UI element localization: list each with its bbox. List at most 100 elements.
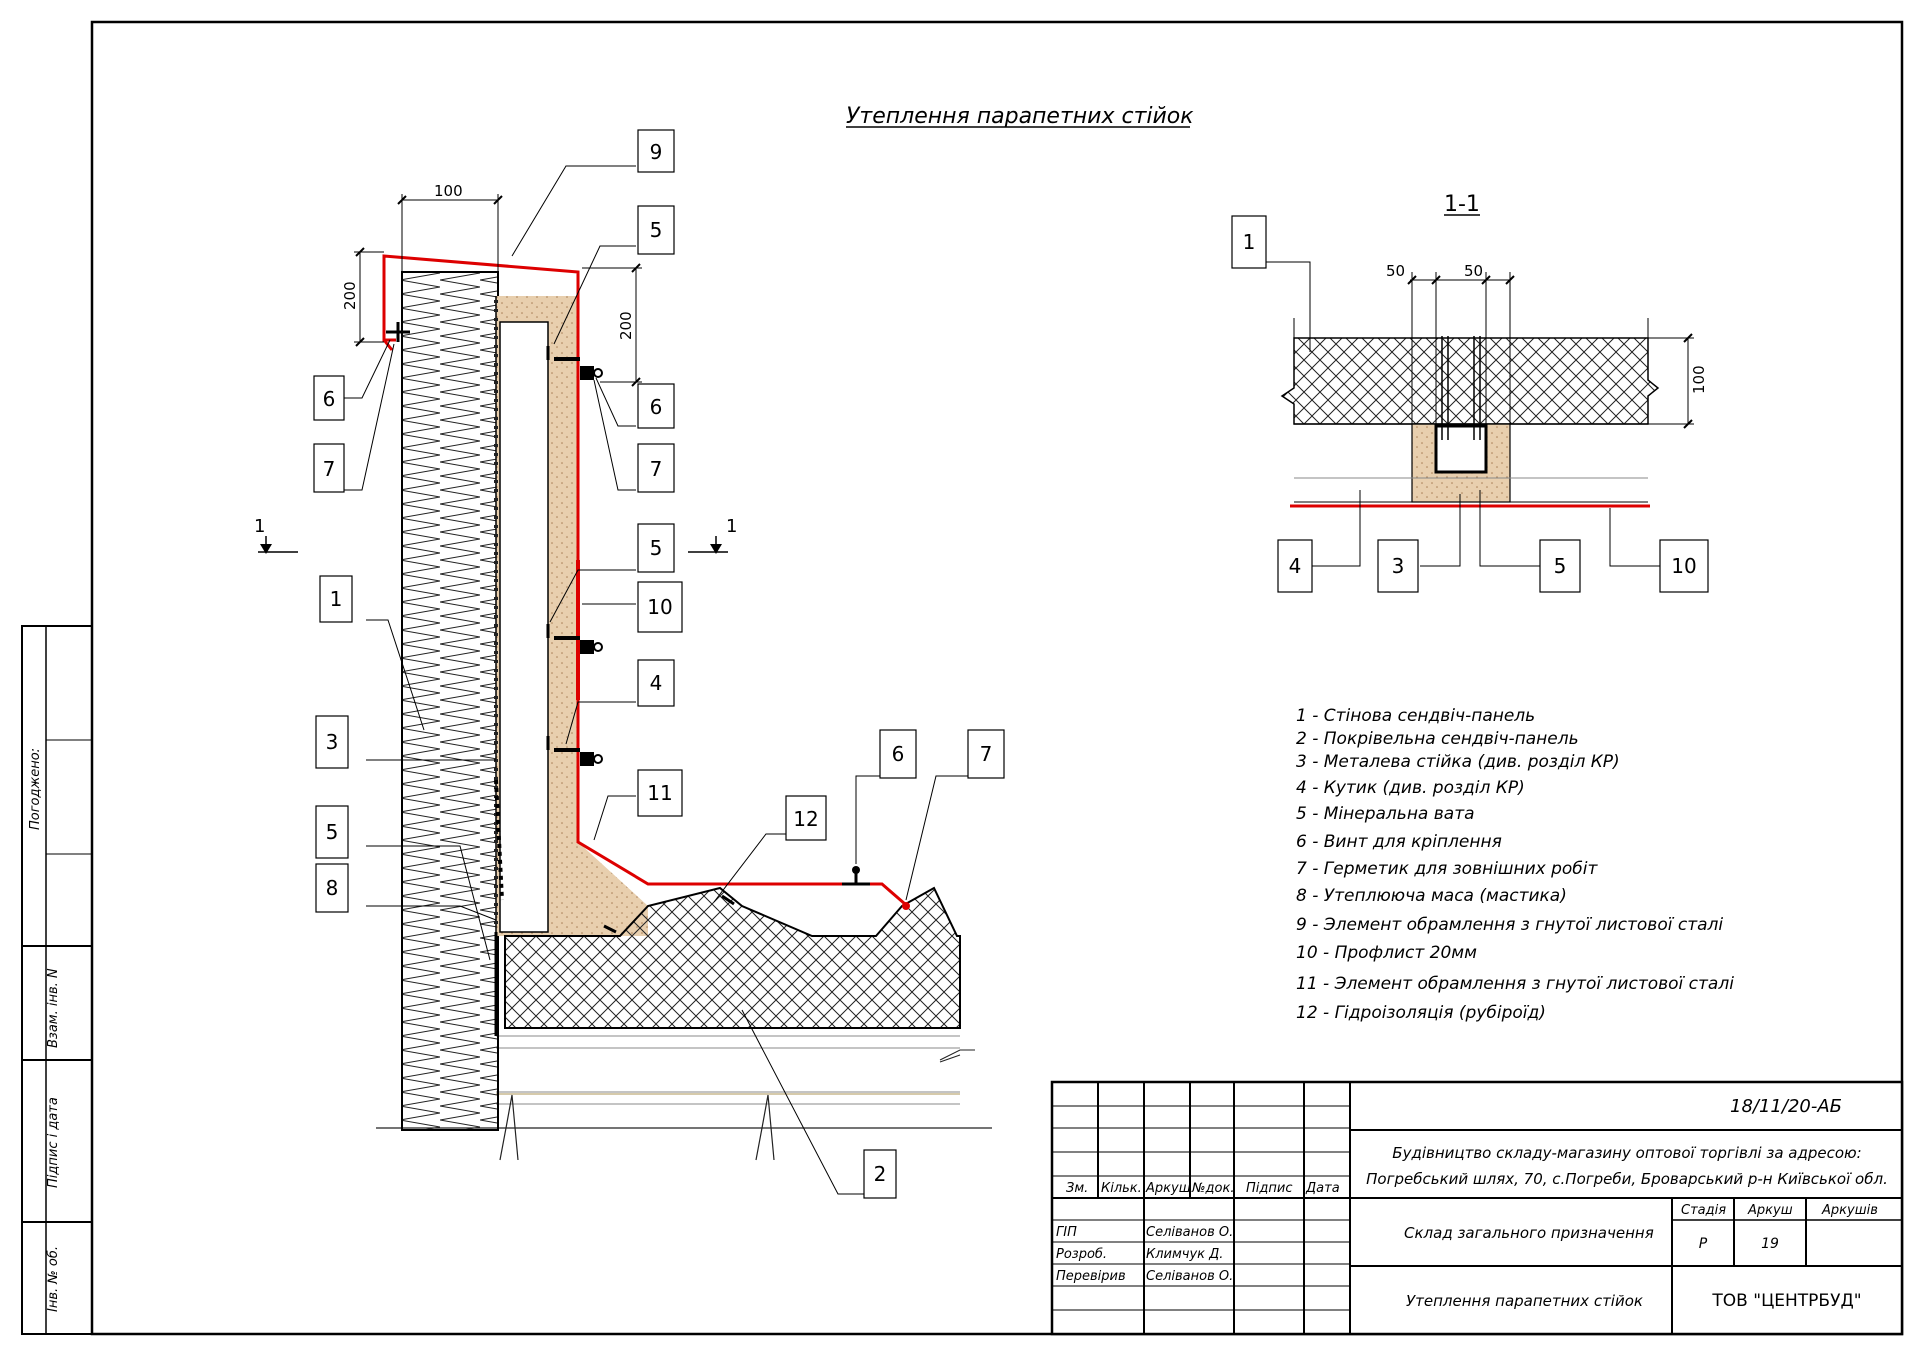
svg-text:1: 1: [1243, 230, 1256, 254]
svg-text:9: 9: [650, 140, 663, 164]
title-block: Зм. Кільк. Аркуш №док. Підпис Дата ГІП Р…: [1050, 1080, 1904, 1336]
callout-6a: 6: [313, 375, 345, 421]
legend-item: 7 - Герметик для зовнішних робіт: [1296, 859, 1599, 879]
svg-text:5: 5: [650, 218, 663, 242]
svg-text:5: 5: [1554, 554, 1567, 578]
col-header: Аркуш: [1145, 1181, 1191, 1196]
section-post: [1434, 424, 1488, 474]
col-header: Підпис: [1246, 1181, 1292, 1196]
legend-item: 1 - Стінова сендвіч-панель: [1296, 706, 1535, 726]
sheet-label: Аркуш: [1747, 1203, 1793, 1218]
callout-7b: 7: [637, 443, 675, 493]
callout-6c: 6: [879, 729, 917, 779]
callout-5a: 5: [637, 205, 675, 255]
project-line-1: Будівництво складу-магазину оптової торг…: [1392, 1144, 1861, 1162]
document-code: 18/11/20-АБ: [1730, 1096, 1842, 1117]
svg-text:4: 4: [1289, 554, 1302, 578]
metal-post: [499, 321, 549, 933]
person-name: Селіванов О.: [1146, 1269, 1233, 1284]
dim-200-right-label: 200: [617, 311, 635, 340]
col-header: Дата: [1305, 1181, 1340, 1196]
section-wall-panel: [1280, 337, 1660, 425]
svg-text:8: 8: [326, 876, 339, 900]
side-stamp: Погоджено: Взам. інв. N Підпис і дата Ін…: [21, 625, 93, 1335]
section-marker-right: 1: [688, 516, 737, 554]
section-marker-left-label: 1: [254, 516, 265, 537]
section-name: Склад загального призначення: [1404, 1224, 1654, 1242]
legend-item: 5 - Мінеральна вата: [1296, 804, 1475, 824]
dim-200-left-label: 200: [341, 281, 359, 310]
callout-5c: 5: [315, 805, 349, 859]
legend-item: 4 - Кутик (див. розділ КР): [1296, 778, 1525, 798]
person-name: Климчук Д.: [1146, 1247, 1223, 1262]
callout-3: 3: [315, 715, 349, 769]
svg-text:4: 4: [650, 671, 663, 695]
svg-text:7: 7: [980, 742, 993, 766]
legend-item: 11 - Элемент обрамлення з гнутої листово…: [1296, 974, 1734, 994]
section-callout-5: 5: [1539, 539, 1581, 593]
main-section: 100 200 200 1 1: [254, 129, 1005, 1199]
legend-item: 12 - Гідроізоляція (рубіроїд): [1296, 1003, 1546, 1023]
dim-50-left-label: 50: [1386, 262, 1405, 280]
section-1-1: 1-1 50 50 100: [1231, 192, 1709, 593]
stamp-inv-orig: Інв. № об.: [46, 1246, 61, 1312]
leader-lines: [344, 165, 968, 1195]
dimension-200-right: [582, 263, 642, 387]
legend: 1 - Стінова сендвіч-панель 2 - Покрівель…: [1296, 706, 1734, 1023]
svg-text:3: 3: [1392, 554, 1405, 578]
role-label: Перевірив: [1056, 1269, 1126, 1284]
svg-text:3: 3: [326, 730, 339, 754]
legend-item: 6 - Винт для кріплення: [1296, 832, 1502, 852]
sheet-value: 19: [1761, 1236, 1779, 1252]
callout-8: 8: [315, 863, 349, 913]
section-callout-3: 3: [1377, 539, 1419, 593]
callout-boxes-main: 9 5 6 7 6 7 5 10 1 4 3 11 5 12 6 7 8 2: [313, 129, 1005, 1199]
callout-7a: 7: [313, 443, 345, 493]
legend-item: 3 - Металева стійка (див. розділ КР): [1296, 752, 1620, 772]
stamp-agreed: Погоджено:: [28, 748, 43, 830]
callout-5b: 5: [637, 523, 675, 573]
callout-6b: 6: [637, 383, 675, 429]
callout-10: 10: [637, 581, 683, 633]
dimension-100: [397, 194, 503, 296]
wall-panel: [401, 271, 499, 1131]
svg-text:10: 10: [647, 595, 672, 619]
section-callout-10: 10: [1659, 539, 1709, 593]
section-callout-1: 1: [1231, 215, 1267, 269]
callout-2: 2: [863, 1149, 897, 1199]
callout-7c: 7: [967, 729, 1005, 779]
legend-item: 2 - Покрівельна сендвіч-панель: [1296, 729, 1579, 749]
screw-icon: [386, 322, 870, 886]
col-header: Кільк.: [1101, 1181, 1142, 1196]
dim-50-right-label: 50: [1464, 262, 1483, 280]
callout-1: 1: [319, 575, 353, 623]
sheet-name: Утеплення парапетних стійок: [1406, 1292, 1643, 1310]
section-marker-right-label: 1: [726, 516, 737, 537]
flashing-9: [382, 254, 906, 906]
project-line-2: Погребський шлях, 70, с.Погреби, Броварс…: [1366, 1170, 1888, 1188]
stamp-sign-date: Підпис і дата: [46, 1097, 61, 1188]
dim-100-label: 100: [434, 182, 463, 200]
svg-text:5: 5: [650, 536, 663, 560]
section-title: 1-1: [1444, 192, 1480, 217]
callout-12: 12: [785, 795, 827, 841]
legend-item: 8 - Утеплююча маса (мастика): [1296, 886, 1567, 906]
callout-9: 9: [637, 129, 675, 173]
sheets-label: Аркушів: [1821, 1203, 1878, 1218]
svg-text:10: 10: [1671, 554, 1696, 578]
svg-text:12: 12: [793, 807, 818, 831]
svg-text:6: 6: [892, 742, 905, 766]
callout-4: 4: [637, 659, 675, 707]
svg-text:1: 1: [330, 587, 343, 611]
svg-text:7: 7: [650, 457, 663, 481]
callout-11: 11: [637, 769, 683, 817]
col-header: №док.: [1191, 1181, 1234, 1196]
svg-text:7: 7: [323, 457, 336, 481]
callout-boxes-section: 1 4 3 5 10: [1231, 215, 1709, 593]
drawing-title: Утеплення парапетних стійок: [846, 104, 1194, 129]
col-header: Зм.: [1066, 1181, 1088, 1196]
stage-label: Стадія: [1681, 1203, 1726, 1218]
section-callout-4: 4: [1277, 539, 1313, 593]
svg-text:6: 6: [323, 387, 336, 411]
